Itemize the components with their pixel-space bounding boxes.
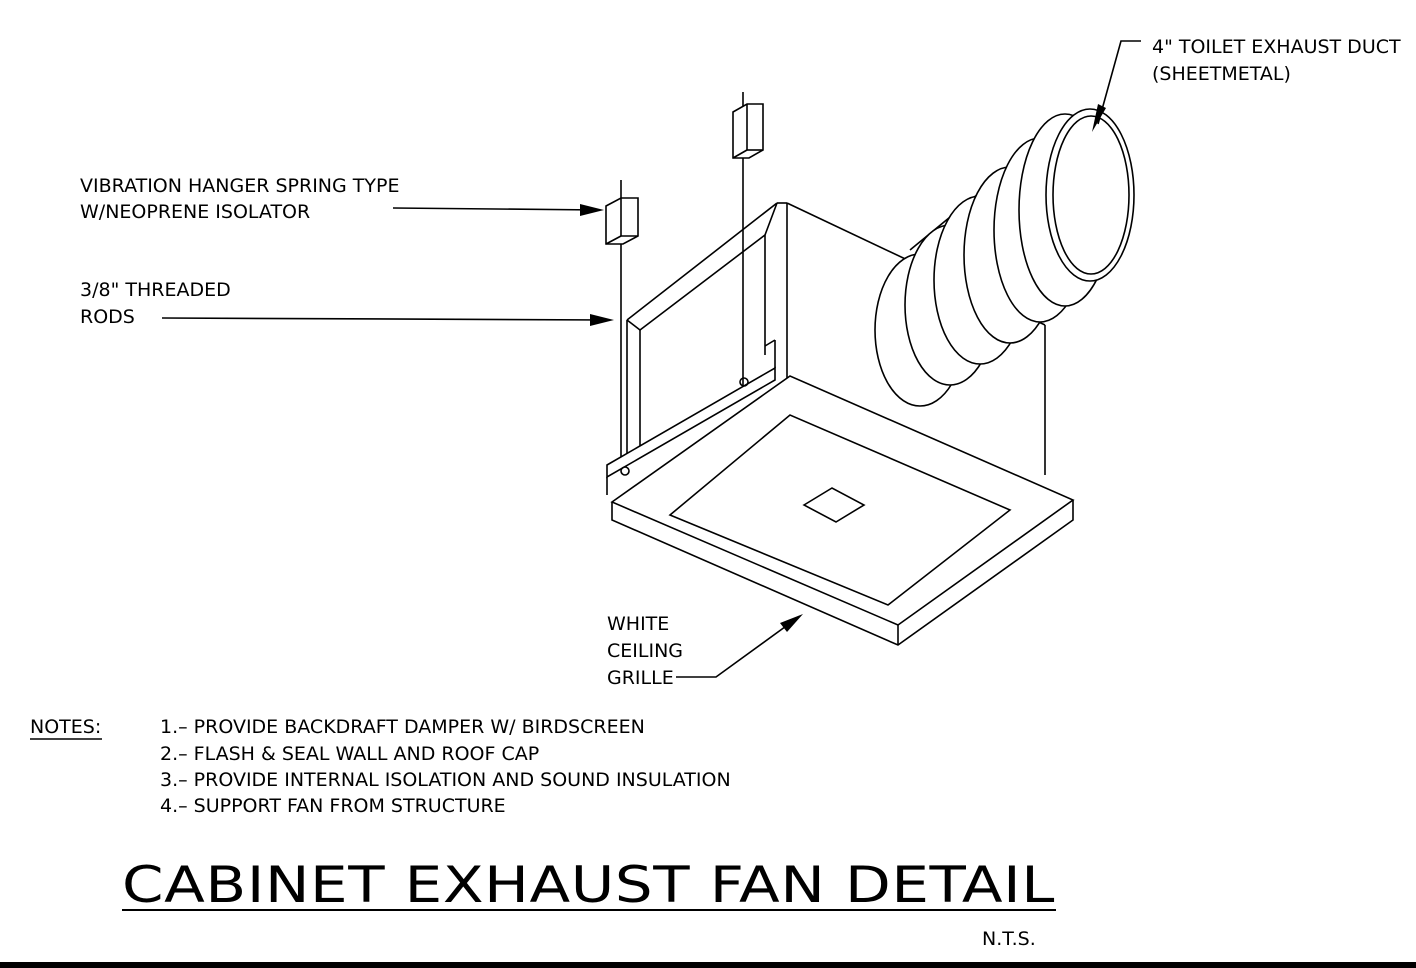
ceiling-grille [610,375,1075,646]
exhaust-duct [874,108,1135,407]
note-item-3: 3.– PROVIDE INTERNAL ISOLATION AND SOUND… [160,769,731,791]
drawing-title: CABINET EXHAUST FAN DETAIL [122,856,1055,914]
title-block: CABINET EXHAUST FAN DETAIL N.T.S. [122,856,1056,950]
notes-heading: NOTES: [30,716,101,738]
note-item-1: 1.– PROVIDE BACKDRAFT DAMPER W/ BIRDSCRE… [160,716,645,738]
note-item-2: 2.– FLASH & SEAL WALL AND ROOF CAP [160,743,539,765]
vibration-isolator-lower [605,197,639,245]
notes-block: NOTES: 1.– PROVIDE BACKDRAFT DAMPER W/ B… [30,716,731,817]
rods-label-line2: RODS [80,306,135,328]
scale-note: N.T.S. [982,928,1036,950]
hanger-leader [392,204,604,216]
grille-leader [676,614,803,678]
grille-label-line2: CEILING [607,640,683,662]
note-item-4: 4.– SUPPORT FAN FROM STRUCTURE [160,795,506,817]
duct-leader [1092,40,1141,132]
hanger-label-line1: VIBRATION HANGER SPRING TYPE [80,175,399,197]
grille-label-line1: WHITE [607,613,669,635]
hanger-label-line2: W/NEOPRENE ISOLATOR [80,201,310,223]
duct-label-line2: (SHEETMETAL) [1152,63,1291,85]
duct-label-line1: 4" TOILET EXHAUST DUCT [1152,36,1401,58]
sheet-border-bar [0,962,1416,968]
vibration-isolator-upper [732,103,764,159]
rods-leader [161,314,614,326]
rods-label-line1: 3/8" THREADED [80,279,231,301]
grille-label-line3: GRILLE [607,667,674,689]
